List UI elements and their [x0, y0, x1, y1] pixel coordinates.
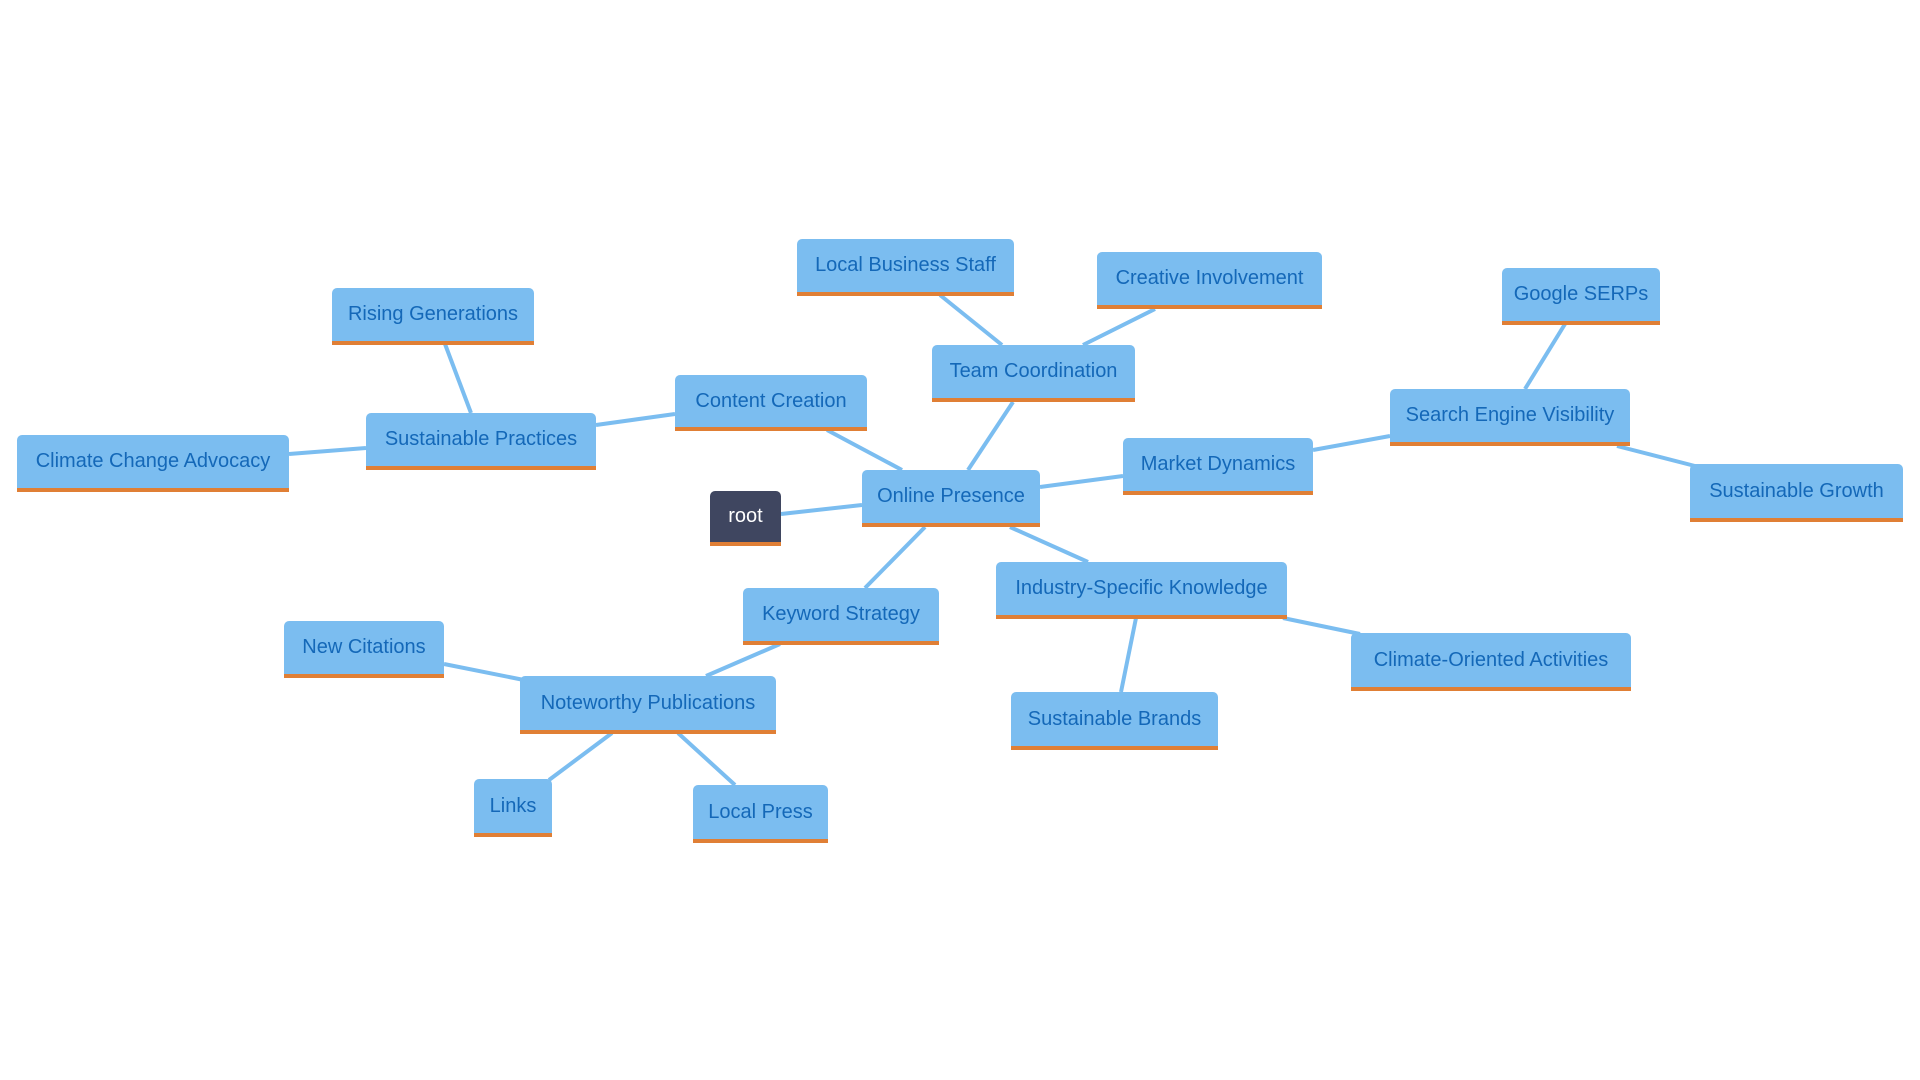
edge-industry-specific-knowledge-climate-oriented-activities	[1282, 616, 1361, 636]
node-climate-oriented-activities[interactable]: Climate-Oriented Activities	[1351, 633, 1631, 691]
node-noteworthy-publications[interactable]: Noteworthy Publications	[520, 676, 776, 734]
node-local-press[interactable]: Local Press	[693, 785, 828, 843]
node-industry-specific-knowledge[interactable]: Industry-Specific Knowledge	[996, 562, 1287, 619]
node-rising-generations[interactable]: Rising Generations	[332, 288, 534, 345]
node-sustainable-brands[interactable]: Sustainable Brands	[1011, 692, 1218, 750]
edge-online-presence-keyword-strategy	[863, 525, 927, 590]
node-team-coordination[interactable]: Team Coordination	[932, 345, 1135, 402]
node-keyword-strategy[interactable]: Keyword Strategy	[743, 588, 939, 645]
edge-keyword-strategy-noteworthy-publications	[705, 642, 781, 678]
edge-online-presence-industry-specific-knowledge	[1009, 525, 1089, 564]
edge-root-online-presence	[780, 503, 863, 516]
node-links[interactable]: Links	[474, 779, 552, 837]
node-root[interactable]: root	[710, 491, 781, 546]
edge-search-engine-visibility-google-serps	[1523, 322, 1567, 391]
edge-sustainable-practices-rising-generations	[443, 343, 473, 414]
edge-team-coordination-local-business-staff	[938, 293, 1004, 347]
node-sustainable-practices[interactable]: Sustainable Practices	[366, 413, 596, 470]
edge-search-engine-visibility-sustainable-growth	[1616, 444, 1696, 468]
node-new-citations[interactable]: New Citations	[284, 621, 444, 678]
edge-content-creation-sustainable-practices	[595, 412, 676, 427]
node-creative-involvement[interactable]: Creative Involvement	[1097, 252, 1322, 309]
node-search-engine-visibility[interactable]: Search Engine Visibility	[1390, 389, 1630, 446]
edge-online-presence-market-dynamics	[1039, 474, 1124, 489]
node-market-dynamics[interactable]: Market Dynamics	[1123, 438, 1313, 495]
edge-noteworthy-publications-local-press	[676, 731, 737, 787]
node-content-creation[interactable]: Content Creation	[675, 375, 867, 431]
node-local-business-staff[interactable]: Local Business Staff	[797, 239, 1014, 296]
node-sustainable-growth[interactable]: Sustainable Growth	[1690, 464, 1903, 522]
edge-industry-specific-knowledge-sustainable-brands	[1119, 617, 1138, 693]
edge-online-presence-team-coordination	[966, 400, 1015, 472]
node-climate-change-advocacy[interactable]: Climate Change Advocacy	[17, 435, 289, 492]
edge-market-dynamics-search-engine-visibility	[1312, 434, 1391, 452]
edge-noteworthy-publications-new-citations	[443, 662, 525, 682]
node-google-serps[interactable]: Google SERPs	[1502, 268, 1660, 325]
node-online-presence[interactable]: Online Presence	[862, 470, 1040, 527]
edge-sustainable-practices-climate-change-advocacy	[288, 446, 367, 456]
edge-online-presence-content-creation	[826, 428, 903, 472]
edge-noteworthy-publications-links	[547, 731, 614, 782]
edge-team-coordination-creative-involvement	[1082, 307, 1156, 347]
